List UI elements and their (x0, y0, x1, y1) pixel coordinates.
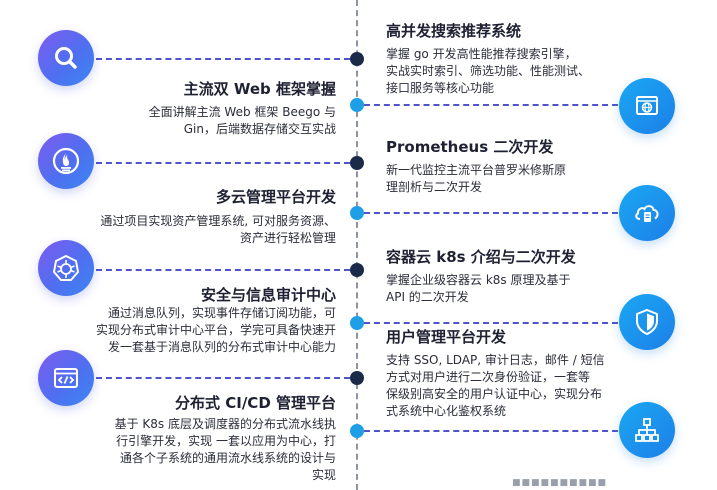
feature-title: 分布式 CI/CD 管理平台 (175, 394, 336, 412)
timeline-spine (356, 0, 358, 490)
feature-description: 通过项目实现资产管理系统, 可对服务资源、资产进行轻松管理 (100, 214, 336, 245)
web-browser-icon (619, 78, 675, 134)
search-icon (38, 30, 94, 86)
prometheus-fire-icon (38, 133, 94, 189)
feature-title: Prometheus 二次开发 (386, 138, 554, 156)
connector-line (96, 58, 350, 60)
connector-line (96, 162, 350, 164)
network-hierarchy-icon (619, 402, 675, 458)
cloud-document-icon (619, 185, 675, 241)
feature-title: 高并发搜索推荐系统 (386, 22, 522, 40)
feature-description: 通过消息队列，实现事件存储订阅功能，可实现分布式审计中心平台，学完可具备快速开发… (95, 306, 336, 354)
timeline-dot (350, 371, 364, 385)
connector-line (364, 430, 618, 432)
connector-line (96, 377, 350, 379)
timeline-dot (350, 98, 364, 112)
shield-icon (619, 294, 675, 350)
feature-description: 新一代监控主流平台普罗米修斯原理剖析与二次开发 (386, 163, 567, 194)
watermark: ■■■■■■■■■■ (512, 478, 608, 488)
timeline-dot (350, 424, 364, 438)
timeline-dot (350, 316, 364, 330)
connector-line (364, 104, 618, 106)
feature-title: 安全与信息审计中心 (200, 286, 336, 304)
feature-title: 用户管理平台开发 (386, 328, 507, 346)
timeline-dot (350, 263, 364, 277)
connector-line (364, 322, 618, 324)
feature-description: 支持 SSO, LDAP, 审计日志，邮件 / 短信方式对用户进行二次身份验证，… (386, 353, 605, 418)
feature-title: 多云管理平台开发 (215, 188, 336, 206)
feature-title: 主流双 Web 框架掌握 (183, 80, 336, 98)
connector-line (96, 269, 350, 271)
feature-description: 基于 K8s 底层及调度器的分布式流水线执行引擎开发，实现 一套以应用为中心，打… (114, 417, 336, 482)
code-window-icon (38, 350, 94, 406)
feature-description: 掌握 go 开发高性能推荐搜索引擎，实战实时索引、筛选功能、性能测试、接口服务等… (386, 47, 591, 95)
kubernetes-helm-icon (38, 240, 94, 296)
timeline-dot (350, 206, 364, 220)
timeline-dot (350, 156, 364, 170)
timeline-dot (350, 52, 364, 66)
connector-line (364, 212, 618, 214)
feature-title: 容器云 k8s 介绍与二次开发 (386, 248, 576, 266)
